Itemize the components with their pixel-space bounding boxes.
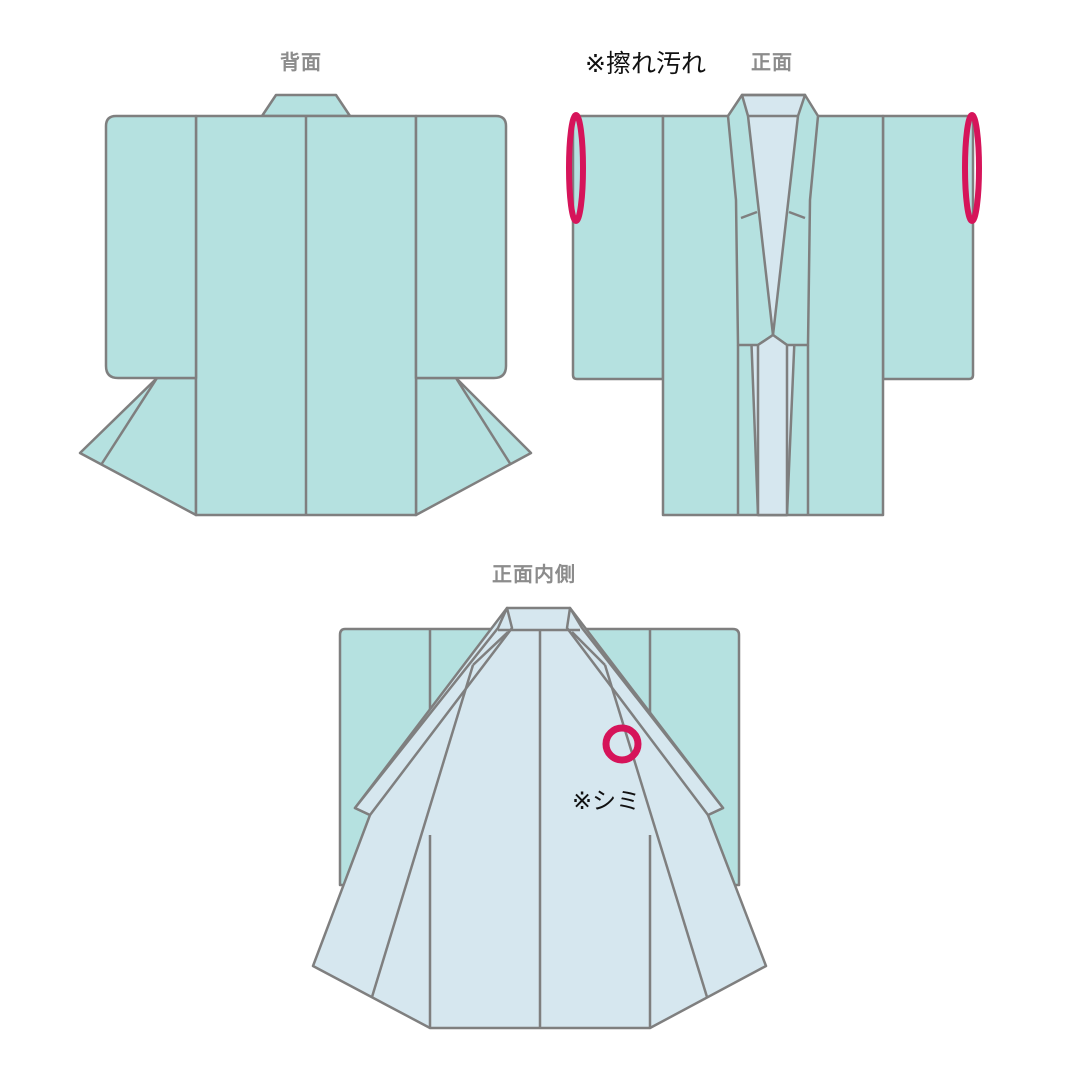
label-front: 正面 xyxy=(751,50,793,74)
back-sleeve-right xyxy=(414,114,508,380)
label-front-inside: 正面内側 xyxy=(492,562,576,586)
front-sleeve-left xyxy=(571,114,665,381)
annotation-stain: ※シミ xyxy=(572,787,641,815)
back-collar xyxy=(260,93,352,118)
back-flare-right xyxy=(414,376,533,517)
stain-marker xyxy=(602,724,642,764)
label-back: 背面 xyxy=(280,50,322,74)
front-view xyxy=(571,93,975,517)
sleeve-wear-marker-right xyxy=(962,112,982,224)
damage-markers xyxy=(566,112,982,764)
back-view xyxy=(78,93,533,517)
annotation-sleeve-wear: ※擦れ汚れ xyxy=(585,49,706,78)
front-inside-view xyxy=(311,606,768,1030)
front-sleeve-right xyxy=(881,114,975,381)
back-flare-left xyxy=(78,376,198,517)
sleeve-wear-marker-left xyxy=(566,112,586,224)
back-sleeve-left xyxy=(104,114,198,380)
